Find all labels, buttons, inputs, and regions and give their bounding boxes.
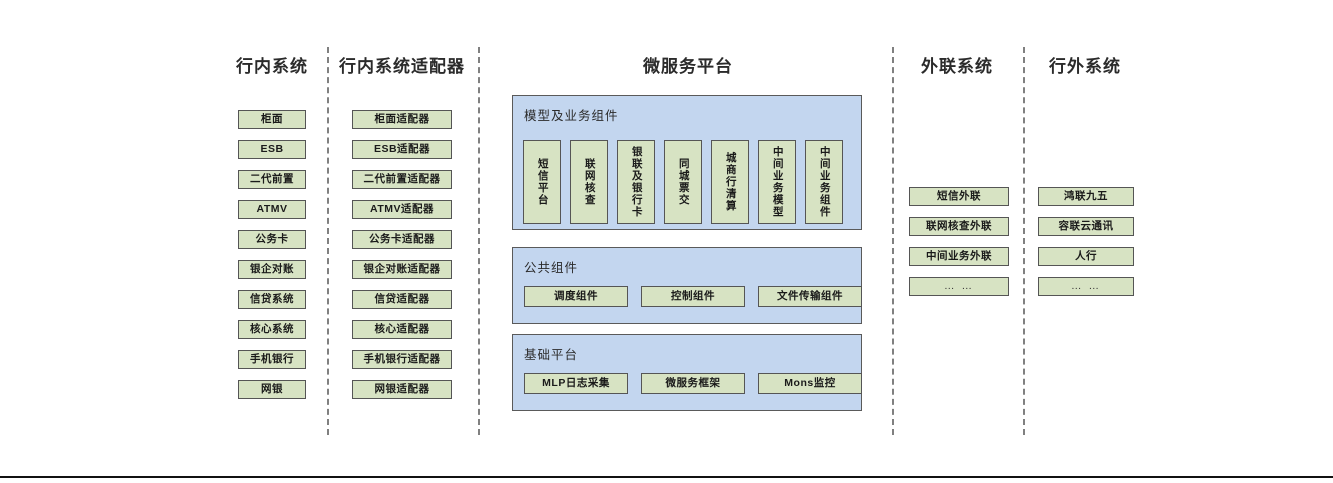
column-divider-1 xyxy=(478,47,480,435)
node-internal-systems-4[interactable]: 公务卡 xyxy=(238,230,306,249)
node-internal-systems-3[interactable]: ATMV xyxy=(238,200,306,219)
node-model-business-components-2[interactable]: 银联及银行卡 xyxy=(617,140,655,224)
node-internal-systems-8[interactable]: 手机银行 xyxy=(238,350,306,369)
node-internal-systems-7[interactable]: 核心系统 xyxy=(238,320,306,339)
node-internal-adapters-6[interactable]: 信贷适配器 xyxy=(352,290,452,309)
node-internal-adapters-1[interactable]: ESB适配器 xyxy=(352,140,452,159)
node-model-business-components-6[interactable]: 中间业务组件 xyxy=(805,140,843,224)
column-title-microservice-platform: 微服务平台 xyxy=(643,57,733,76)
node-offbank-systems-2[interactable]: 人行 xyxy=(1038,247,1134,266)
column-title-external-link-systems: 外联系统 xyxy=(921,57,993,76)
node-base-platform-0[interactable]: MLP日志采集 xyxy=(524,373,628,394)
node-public-components-2[interactable]: 文件传输组件 xyxy=(758,286,862,307)
node-internal-adapters-9[interactable]: 网银适配器 xyxy=(352,380,452,399)
node-internal-adapters-4[interactable]: 公务卡适配器 xyxy=(352,230,452,249)
node-external-link-systems-3[interactable]: … … xyxy=(909,277,1009,296)
node-model-business-components-3[interactable]: 同城票交 xyxy=(664,140,702,224)
node-internal-systems-2[interactable]: 二代前置 xyxy=(238,170,306,189)
node-internal-systems-5[interactable]: 银企对账 xyxy=(238,260,306,279)
column-divider-2 xyxy=(892,47,894,435)
column-divider-0 xyxy=(327,47,329,435)
node-internal-adapters-3[interactable]: ATMV适配器 xyxy=(352,200,452,219)
node-model-business-components-4[interactable]: 城商行清算 xyxy=(711,140,749,224)
node-internal-systems-9[interactable]: 网银 xyxy=(238,380,306,399)
bottom-rule xyxy=(0,476,1333,478)
node-base-platform-2[interactable]: Mons监控 xyxy=(758,373,862,394)
node-model-business-components-1[interactable]: 联网核查 xyxy=(570,140,608,224)
node-model-business-components-0[interactable]: 短信平台 xyxy=(523,140,561,224)
column-title-internal-systems: 行内系统 xyxy=(236,57,308,76)
panel-title-base-platform: 基础平台 xyxy=(524,348,579,362)
node-offbank-systems-1[interactable]: 容联云通讯 xyxy=(1038,217,1134,236)
node-external-link-systems-2[interactable]: 中间业务外联 xyxy=(909,247,1009,266)
node-internal-adapters-7[interactable]: 核心适配器 xyxy=(352,320,452,339)
panel-public-components xyxy=(512,247,862,324)
node-offbank-systems-0[interactable]: 鸿联九五 xyxy=(1038,187,1134,206)
node-external-link-systems-1[interactable]: 联网核查外联 xyxy=(909,217,1009,236)
node-internal-systems-0[interactable]: 柜面 xyxy=(238,110,306,129)
column-divider-3 xyxy=(1023,47,1025,435)
node-internal-adapters-0[interactable]: 柜面适配器 xyxy=(352,110,452,129)
node-public-components-0[interactable]: 调度组件 xyxy=(524,286,628,307)
node-internal-systems-6[interactable]: 信贷系统 xyxy=(238,290,306,309)
node-external-link-systems-0[interactable]: 短信外联 xyxy=(909,187,1009,206)
node-public-components-1[interactable]: 控制组件 xyxy=(641,286,745,307)
panel-title-public-components: 公共组件 xyxy=(524,261,579,275)
node-internal-systems-1[interactable]: ESB xyxy=(238,140,306,159)
column-title-internal-adapters: 行内系统适配器 xyxy=(339,57,465,76)
column-title-offbank-systems: 行外系统 xyxy=(1049,57,1121,76)
node-internal-adapters-2[interactable]: 二代前置适配器 xyxy=(352,170,452,189)
node-internal-adapters-5[interactable]: 银企对账适配器 xyxy=(352,260,452,279)
panel-title-model-business-components: 模型及业务组件 xyxy=(524,109,619,123)
panel-base-platform xyxy=(512,334,862,411)
node-model-business-components-5[interactable]: 中间业务模型 xyxy=(758,140,796,224)
node-base-platform-1[interactable]: 微服务框架 xyxy=(641,373,745,394)
node-internal-adapters-8[interactable]: 手机银行适配器 xyxy=(352,350,452,369)
node-offbank-systems-3[interactable]: … … xyxy=(1038,277,1134,296)
